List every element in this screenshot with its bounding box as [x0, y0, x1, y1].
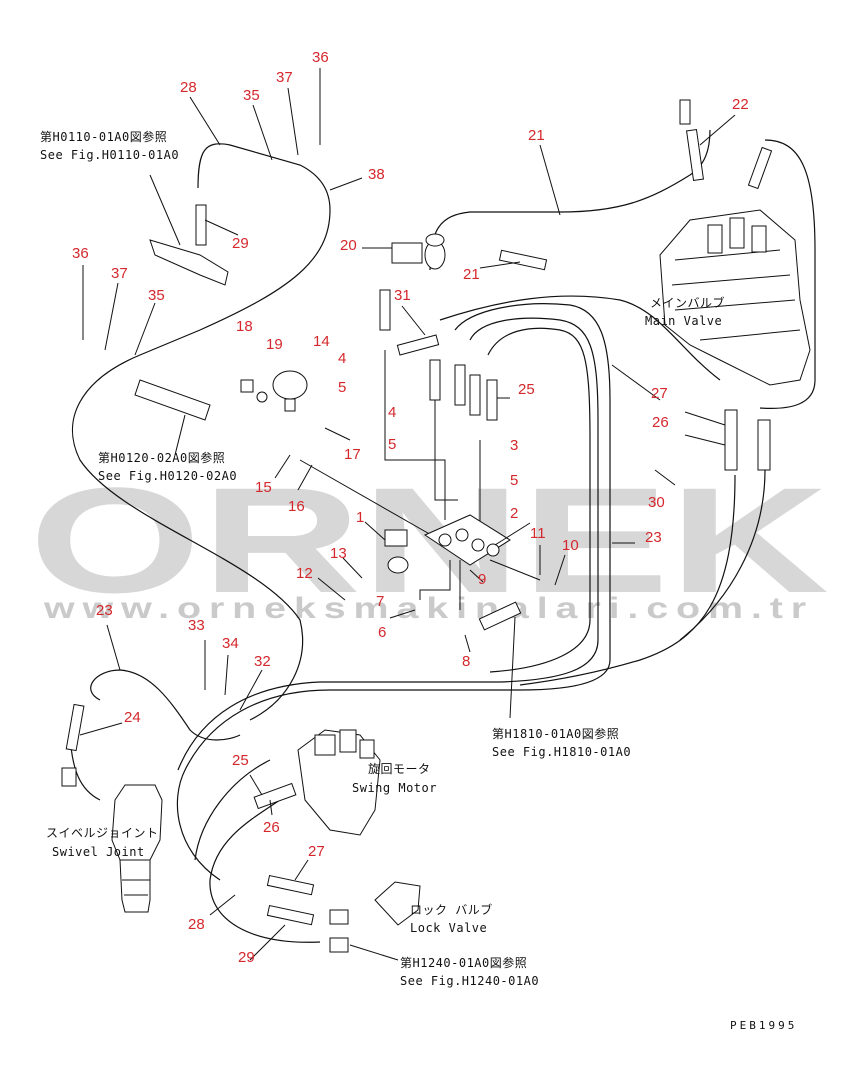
callout-28b: 28 [188, 916, 205, 933]
swivel-joint-icon [61, 767, 163, 913]
callout-numbers: 36 37 28 35 38 21 22 29 20 36 37 35 21 1… [72, 49, 749, 966]
callout-20: 20 [340, 237, 357, 254]
accumulator-icon [240, 370, 308, 412]
ref-h1240-jp: 第H1240-01A0図参照 [400, 955, 527, 970]
ref-h1240-en: See Fig.H1240-01A0 [400, 974, 539, 988]
swivel-joint-label-jp: スイベルジョイント [46, 826, 159, 840]
callout-12: 12 [296, 565, 313, 582]
callout-26: 26 [652, 414, 669, 431]
callout-25b: 25 [232, 752, 249, 769]
main-valve-label-jp: メインバルブ [650, 295, 725, 310]
callout-7: 7 [376, 593, 384, 610]
callout-10: 10 [562, 537, 579, 554]
callout-22: 22 [732, 96, 749, 113]
leader-lines [79, 68, 736, 961]
ref-h0110-en: See Fig.H0110-01A0 [40, 148, 179, 162]
watermark-url: www.orneksmakinalari.com.tr [43, 592, 814, 625]
swing-motor-label-jp: 旋回モータ [368, 762, 431, 776]
lock-valve-label-jp: ロック バルブ [410, 902, 493, 917]
callout-5: 5 [338, 379, 346, 396]
lock-valve-icon [329, 881, 421, 953]
callout-19: 19 [266, 336, 283, 353]
callout-15: 15 [255, 479, 272, 496]
callout-27b: 27 [308, 843, 325, 860]
callout-27: 27 [651, 385, 668, 402]
callout-24: 24 [124, 709, 141, 726]
fittings [65, 233, 771, 926]
callout-23: 23 [645, 529, 662, 546]
callout-28: 28 [180, 79, 197, 96]
callout-13: 13 [330, 545, 347, 562]
swing-motor-icon [297, 729, 381, 836]
callout-31: 31 [394, 287, 411, 304]
solenoid-valve-block-icon [384, 514, 511, 574]
swing-motor-label-en: Swing Motor [352, 781, 437, 795]
callout-32: 32 [254, 653, 271, 670]
callout-11: 11 [530, 525, 546, 542]
reference-notes: 第H0110-01A0図参照 See Fig.H0110-01A0 第H0120… [40, 129, 631, 988]
ref-h1810-jp: 第H1810-01A0図参照 [492, 726, 619, 741]
watermark-brand: ORNEK [29, 456, 829, 624]
callout-1: 1 [356, 509, 364, 526]
callout-21: 21 [528, 127, 545, 144]
callout-18: 18 [236, 318, 253, 335]
main-valve-label-en: Main Valve [645, 314, 722, 328]
callout-26b: 26 [263, 819, 280, 836]
ref-h0120-en: See Fig.H0120-02A0 [98, 469, 237, 483]
callout-8: 8 [462, 653, 470, 670]
callout-23b: 23 [96, 602, 113, 619]
watermark: ORNEK www.orneksmakinalari.com.tr [29, 456, 829, 625]
ref-h1810-en: See Fig.H1810-01A0 [492, 745, 631, 759]
callout-38: 38 [368, 166, 385, 183]
callout-16: 16 [288, 498, 305, 515]
swivel-joint-label-en: Swivel Joint [52, 845, 145, 859]
callout-36b: 36 [72, 245, 89, 262]
callout-6: 6 [378, 624, 386, 641]
callout-3: 3 [510, 437, 518, 454]
top-left-valve-icon [149, 204, 229, 286]
callout-29: 29 [232, 235, 249, 252]
hose-lines [69, 129, 816, 943]
callout-37b: 37 [111, 265, 128, 282]
ref-h0110-jp: 第H0110-01A0図参照 [40, 129, 167, 144]
drawing-code: PEB1995 [730, 1019, 797, 1032]
callout-4: 4 [338, 350, 346, 367]
main-valve-icon [659, 99, 811, 386]
callout-4b: 4 [388, 404, 396, 421]
callout-36: 36 [312, 49, 329, 66]
callout-17: 17 [344, 446, 361, 463]
callout-25: 25 [518, 381, 535, 398]
callout-34: 34 [222, 635, 239, 652]
ref-h0120-jp: 第H0120-02A0図参照 [98, 450, 225, 465]
callout-35: 35 [243, 87, 260, 104]
left-block-icon [134, 379, 211, 421]
lock-valve-label-en: Lock Valve [410, 921, 487, 935]
callout-21b: 21 [463, 266, 480, 283]
callout-33: 33 [188, 617, 205, 634]
callout-5b: 5 [388, 436, 396, 453]
callout-35b: 35 [148, 287, 165, 304]
component-labels: メインバルブ Main Valve 旋回モータ Swing Motor スイベル… [46, 295, 725, 935]
callout-29b: 29 [238, 949, 255, 966]
callout-14: 14 [313, 333, 330, 350]
callout-2: 2 [510, 505, 518, 522]
callout-5c: 5 [510, 472, 518, 489]
callout-9: 9 [478, 571, 486, 588]
callout-30: 30 [648, 494, 665, 511]
callout-37: 37 [276, 69, 293, 86]
